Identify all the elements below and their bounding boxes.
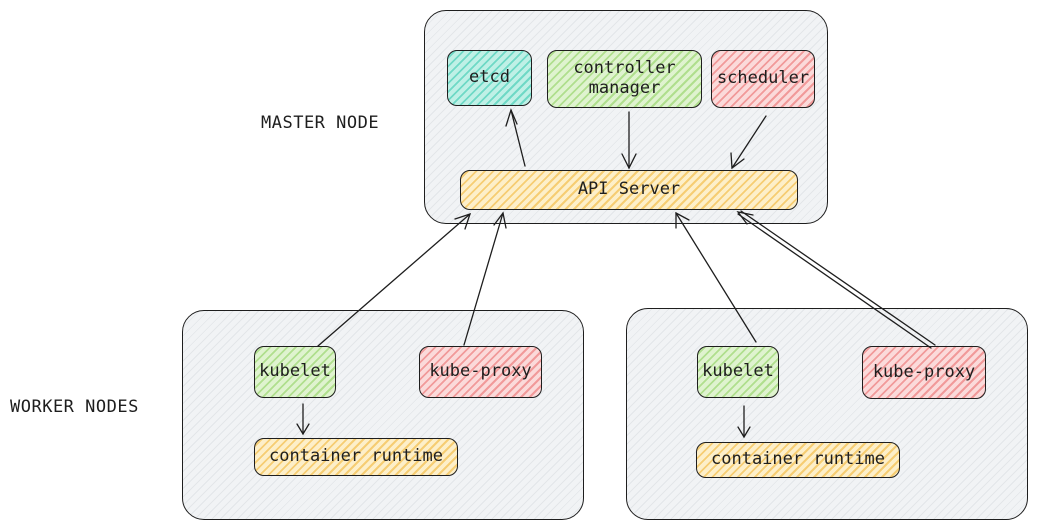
- etcd-box: etcd: [447, 50, 532, 106]
- worker-1-container-runtime-box: container runtime: [254, 438, 458, 476]
- arrowhead-w1-runtime: [296, 423, 310, 436]
- arrow-w1-kubelet-to-api: [317, 213, 471, 347]
- arrow-scheduler-to-api: [731, 115, 767, 169]
- arrow-w1-proxy-to-api: [463, 212, 504, 346]
- worker-2-kubelet-box: kubelet: [697, 346, 779, 398]
- api-server-box: API Server: [460, 170, 798, 210]
- scheduler-box: scheduler: [711, 50, 815, 108]
- worker-2-container-runtime-box: container runtime: [696, 442, 900, 478]
- arrowhead-etcd: [505, 108, 518, 127]
- arrowhead-w2-kubelet: [675, 211, 690, 229]
- arrow-w2-kubelet-to-api: [675, 212, 757, 343]
- arrow-w2-proxy-to-api-2: [737, 213, 932, 349]
- arrowhead-scheduler: [730, 152, 745, 170]
- worker-1-kube-proxy-box: kube-proxy: [419, 346, 542, 398]
- worker-1-kubelet-box: kubelet: [254, 346, 336, 398]
- arrow-w2-proxy-to-api: [740, 210, 936, 346]
- arrowhead-w2-proxy: [736, 211, 754, 225]
- arrowhead-controller: [621, 153, 637, 170]
- master-node-label: MASTER NODE: [261, 113, 380, 133]
- arrow-api-to-etcd: [510, 109, 526, 167]
- worker-2-kube-proxy-box: kube-proxy: [862, 346, 986, 399]
- worker-nodes-label: WORKER NODES: [10, 397, 139, 417]
- arrowhead-w2-runtime: [737, 426, 751, 439]
- controller-manager-box: controller manager: [547, 50, 702, 108]
- arrowhead-w1-proxy: [493, 211, 507, 229]
- worker-node-2-container: [626, 308, 1028, 520]
- arrowhead-w1-kubelet: [454, 212, 472, 230]
- worker-node-1-container: [182, 310, 584, 520]
